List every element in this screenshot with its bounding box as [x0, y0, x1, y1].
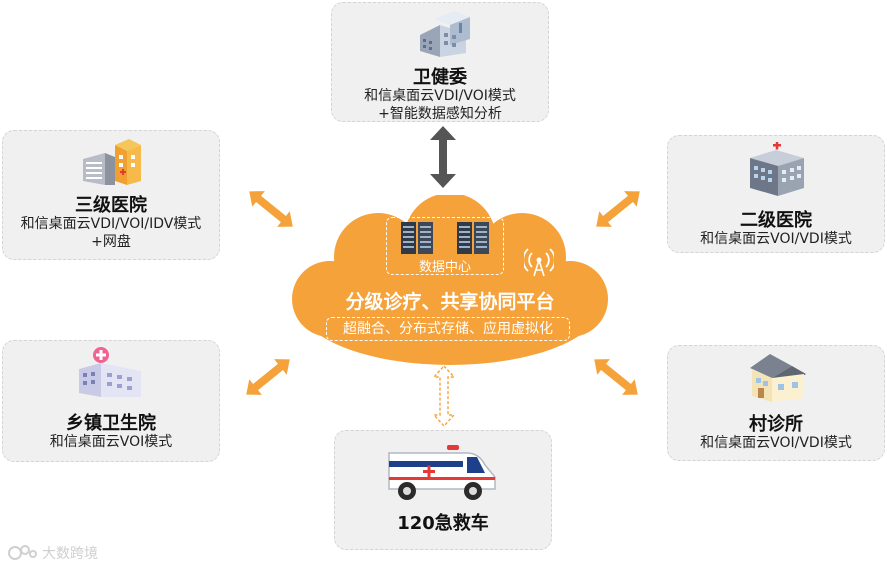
node-name: 二级医院 — [740, 210, 812, 231]
data-center-label: 数据中心 — [418, 260, 471, 275]
clinic-building-icon — [79, 347, 141, 397]
link-arrow-secondary-hospital — [596, 191, 640, 227]
government-building-icon — [420, 11, 470, 57]
server-rack-icon — [457, 222, 489, 254]
hospital-building-icon — [750, 142, 804, 196]
watermark: 大数跨境 — [8, 543, 98, 563]
node-desc-line1: 和信桌面云VOI模式 — [49, 434, 173, 450]
link-arrow-village-clinic — [594, 359, 638, 395]
data-center-box: 数据中心 — [386, 217, 504, 275]
house-clinic-icon — [750, 354, 806, 402]
watermark-text: 大数跨境 — [42, 546, 98, 562]
link-arrow-ambulance — [432, 364, 456, 428]
platform-features: 超融合、分布式存储、应用虚拟化 — [326, 317, 570, 341]
node-name: 三级医院 — [75, 195, 147, 216]
node-desc-line1: 和信桌面云VOI/VDI模式 — [700, 435, 852, 451]
hospital-complex-icon — [83, 139, 141, 185]
link-arrow-township-clinic — [246, 359, 290, 395]
node-desc-line2: +智能数据感知分析 — [378, 106, 502, 122]
node-name: 乡镇卫生院 — [66, 413, 156, 434]
node-health-commission: 卫健委 和信桌面云VDI/VOI模式 +智能数据感知分析 — [331, 2, 549, 122]
link-arrow-health-commission — [430, 126, 456, 188]
node-tertiary-hospital: 三级医院 和信桌面云VDI/VOI/IDV模式 +网盘 — [2, 130, 220, 260]
node-desc-line1: 和信桌面云VDI/VOI模式 — [364, 88, 516, 104]
node-village-clinic: 村诊所 和信桌面云VOI/VDI模式 — [667, 345, 885, 461]
central-platform-cloud: 数据中心 分级诊疗、共享协同平台 超融合、分布式存储、应用虚拟化 — [290, 195, 610, 375]
node-secondary-hospital: 二级医院 和信桌面云VOI/VDI模式 — [667, 135, 885, 253]
platform-title: 分级诊疗、共享协同平台 — [345, 291, 555, 313]
node-name: 村诊所 — [749, 414, 803, 435]
server-rack-icon — [401, 222, 433, 254]
node-name: 卫健委 — [413, 67, 467, 88]
ambulance-icon — [388, 445, 496, 500]
node-desc-line2: +网盘 — [91, 234, 131, 250]
link-arrow-tertiary-hospital — [249, 191, 293, 227]
node-desc-line1: 和信桌面云VOI/VDI模式 — [700, 231, 852, 247]
node-ambulance: 120急救车 — [334, 430, 552, 550]
node-township-clinic: 乡镇卫生院 和信桌面云VOI模式 — [2, 340, 220, 462]
signal-tower-icon — [524, 248, 554, 277]
node-desc-line1: 和信桌面云VDI/VOI/IDV模式 — [20, 216, 202, 232]
node-name: 120急救车 — [397, 513, 489, 534]
watermark-logo-icon — [8, 545, 37, 560]
